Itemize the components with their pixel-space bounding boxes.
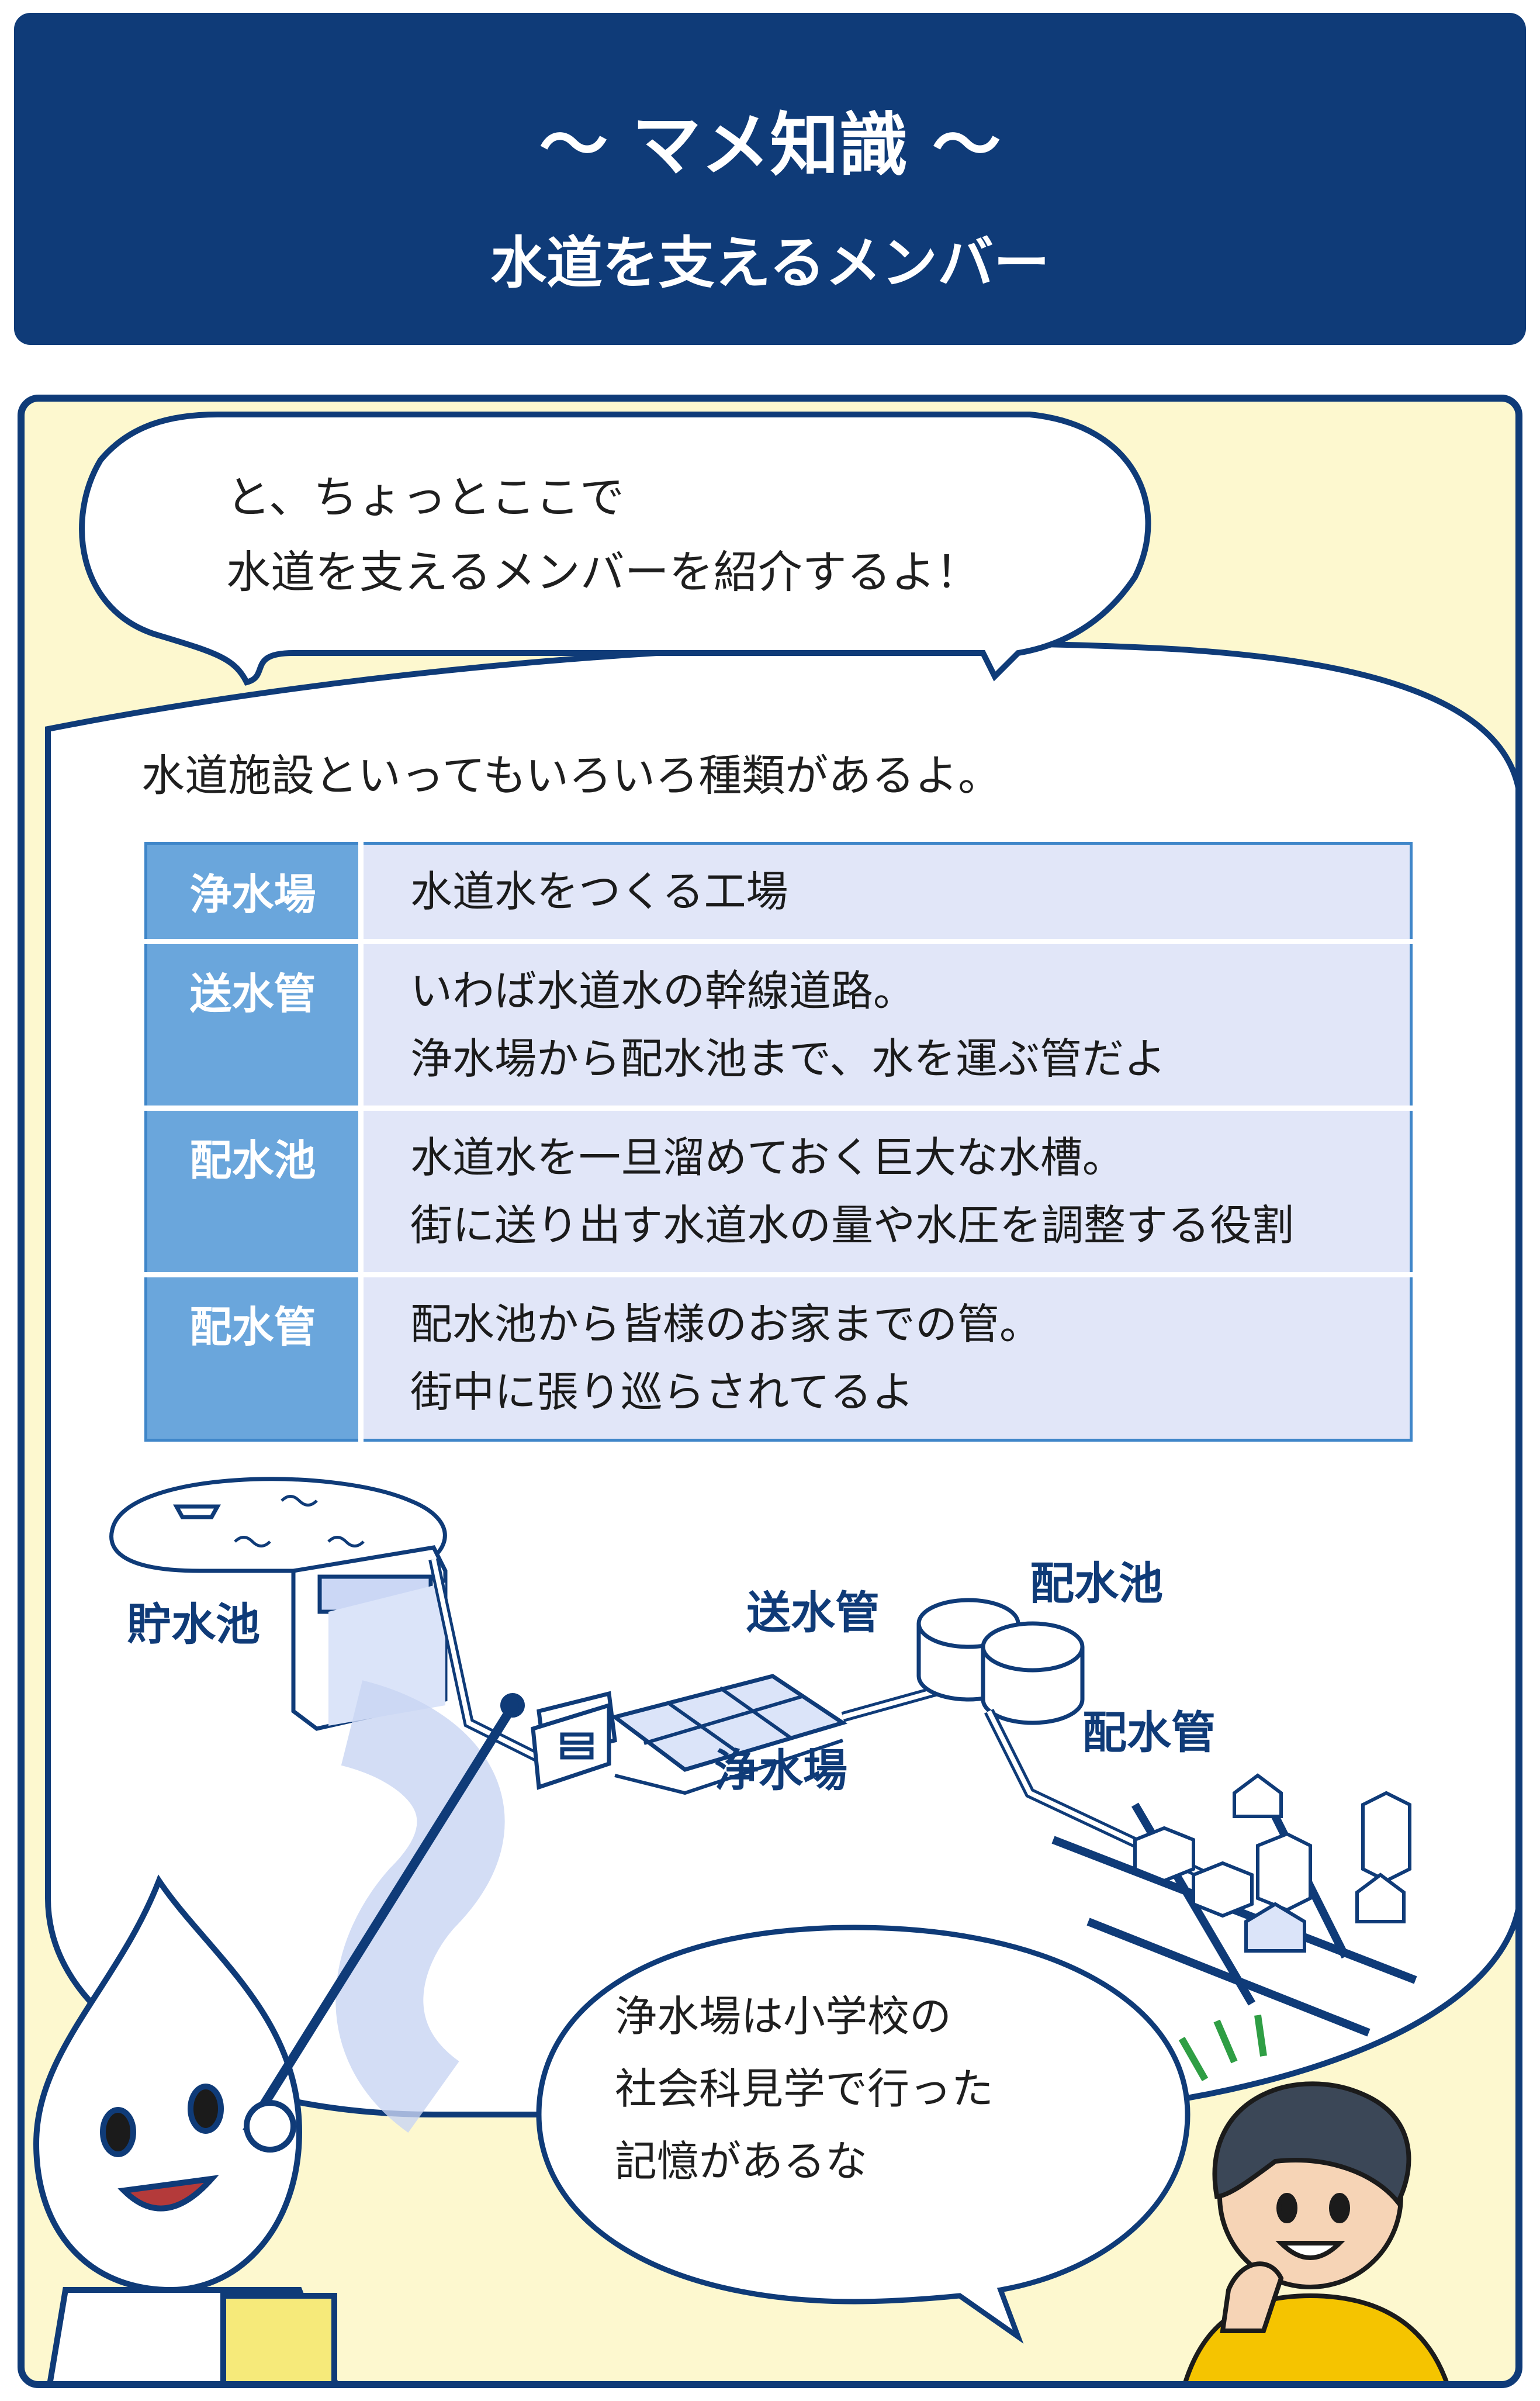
- term-cell: 配水管: [146, 1274, 364, 1440]
- term-cell: 配水池: [146, 1108, 364, 1277]
- desc-line-1: 水道水を一旦溜めておく巨大な水槽。: [410, 1133, 1124, 1182]
- term-cell: 浄水場: [146, 843, 364, 944]
- top-bubble-shape: [79, 412, 1151, 686]
- top-bubble-text: と、ちょっとここで 水道を支えるメンバーを紹介するよ！: [226, 460, 980, 610]
- reservoir-lake: [109, 1477, 447, 1573]
- table-row: 配水管 配水池から皆様のお家までの管。 街中に張り巡らされてるよ: [146, 1274, 1411, 1440]
- header-banner: 〜 マメ知識 〜 水道を支えるメンバー: [14, 13, 1526, 345]
- desc-cell: 水道水をつくる工場: [361, 843, 1411, 944]
- bottom-bubble-shape: [536, 1925, 1191, 2344]
- facility-table: 浄水場 水道水をつくる工場 送水管 いわば水道水の幹線道路。 浄水場から配水池ま…: [144, 842, 1413, 1442]
- comic-panel: と、ちょっとここで 水道を支えるメンバーを紹介するよ！ 水道施設といってもいろい…: [18, 395, 1522, 2388]
- river: [335, 1680, 505, 2133]
- desc-line-2: 街に送り出す水道水の量や水圧を調整する役割: [410, 1201, 1295, 1250]
- label-distribution-pipe: 配水管: [1082, 1706, 1216, 1759]
- bottom-bubble-text: 浄水場は小学校の 社会科見学で行った 記憶があるな: [615, 1980, 994, 2198]
- bottom-bubble-line-3: 記憶があるな: [615, 2137, 868, 2186]
- desc-line-1: 水道水をつくる工場: [410, 867, 788, 916]
- desc-line-2: 街中に張り巡らされてるよ: [410, 1367, 914, 1417]
- bottom-bubble-line-1: 浄水場は小学校の: [615, 1992, 952, 2041]
- dam: [291, 1545, 448, 1731]
- town-houses: [1133, 1773, 1411, 1953]
- desc-cell: 配水池から皆様のお家までの管。 街中に張り巡らされてるよ: [361, 1274, 1411, 1440]
- header-title: 〜 マメ知識 〜: [539, 105, 1001, 185]
- boy-character: [1178, 2015, 1449, 2381]
- label-reservoir: 貯水池: [127, 1598, 260, 1650]
- table-row: 配水池 水道水を一旦溜めておく巨大な水槽。 街に送り出す水道水の量や水圧を調整す…: [146, 1108, 1411, 1277]
- desc-line-2: 浄水場から配水池まで、水を運ぶ管だよ: [410, 1034, 1167, 1083]
- distribution-tanks: [916, 1598, 1085, 1725]
- purification-plant: [531, 1674, 848, 1795]
- label-transmission-pipe: 送水管: [746, 1587, 880, 1639]
- mascot-water-drop: [33, 1693, 525, 2381]
- top-bubble-line-2: 水道を支えるメンバーを紹介するよ！: [226, 546, 980, 598]
- desc-line-1: いわば水道水の幹線道路。: [410, 966, 916, 1015]
- table-row: 浄水場 水道水をつくる工場: [146, 843, 1411, 944]
- label-purification-plant: 浄水場: [714, 1744, 847, 1797]
- desc-cell: 水道水を一旦溜めておく巨大な水槽。 街に送り出す水道水の量や水圧を調整する役割: [361, 1108, 1411, 1277]
- top-bubble-line-1: と、ちょっとここで: [226, 471, 624, 523]
- intro-text: 水道施設といってもいろいろ種類があるよ。: [141, 751, 1002, 801]
- desc-cell: いわば水道水の幹線道路。 浄水場から配水池まで、水を運ぶ管だよ: [361, 941, 1411, 1111]
- term-cell: 送水管: [146, 941, 364, 1111]
- label-distribution-reservoir: 配水池: [1030, 1557, 1163, 1609]
- table-row: 送水管 いわば水道水の幹線道路。 浄水場から配水池まで、水を運ぶ管だよ: [146, 941, 1411, 1111]
- header-subtitle: 水道を支えるメンバー: [490, 230, 1050, 296]
- bottom-bubble-line-2: 社会科見学で行った: [615, 2064, 994, 2113]
- desc-line-1: 配水池から皆様のお家までの管。: [410, 1300, 1042, 1349]
